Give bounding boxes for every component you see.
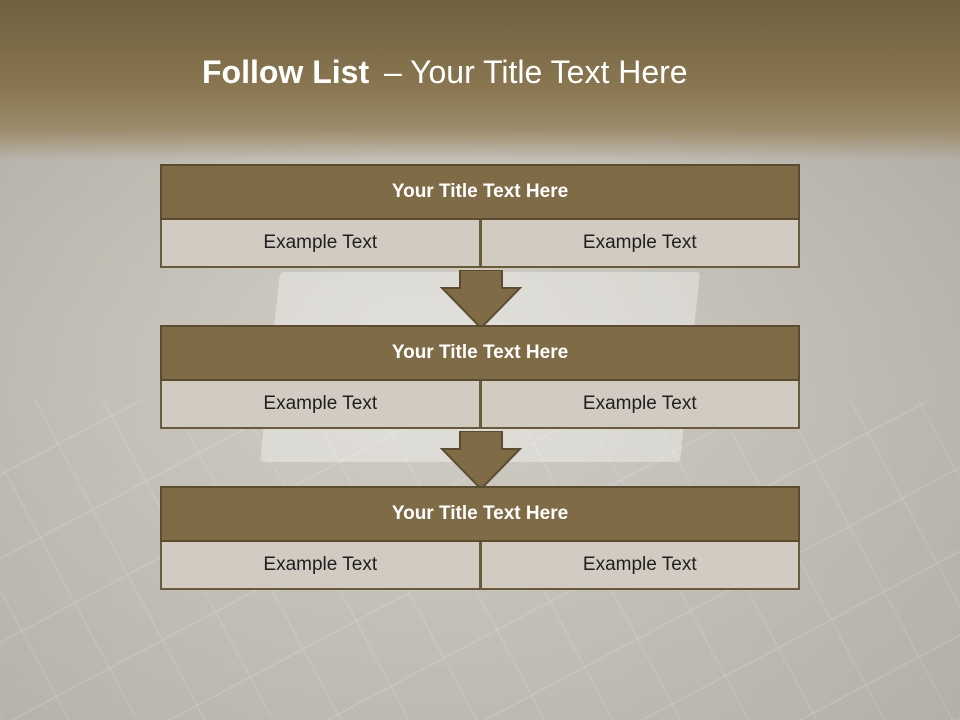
block-cell-right: Example Text [480,220,800,268]
block-cell-left: Example Text [160,381,481,429]
block-title: Your Title Text Here [160,486,800,542]
down-arrow-icon [440,431,522,491]
slide-title-strong: Follow List [202,54,370,90]
block-cell-right: Example Text [480,381,800,429]
down-arrow-icon [440,270,522,330]
block-row: Example Text Example Text [160,542,800,590]
list-block-1: Your Title Text Here Example Text Exampl… [160,164,800,268]
slide-title-rest: – Your Title Text Here [383,54,688,90]
block-cell-left: Example Text [160,220,481,268]
block-cell-left: Example Text [160,542,481,590]
header-band [0,0,960,160]
block-row: Example Text Example Text [160,381,800,429]
slide-title: Follow List – Your Title Text Here [202,54,688,91]
list-block-3: Your Title Text Here Example Text Exampl… [160,486,800,590]
block-title: Your Title Text Here [160,164,800,220]
block-row: Example Text Example Text [160,220,800,268]
block-cell-right: Example Text [480,542,800,590]
list-block-2: Your Title Text Here Example Text Exampl… [160,325,800,429]
block-title: Your Title Text Here [160,325,800,381]
